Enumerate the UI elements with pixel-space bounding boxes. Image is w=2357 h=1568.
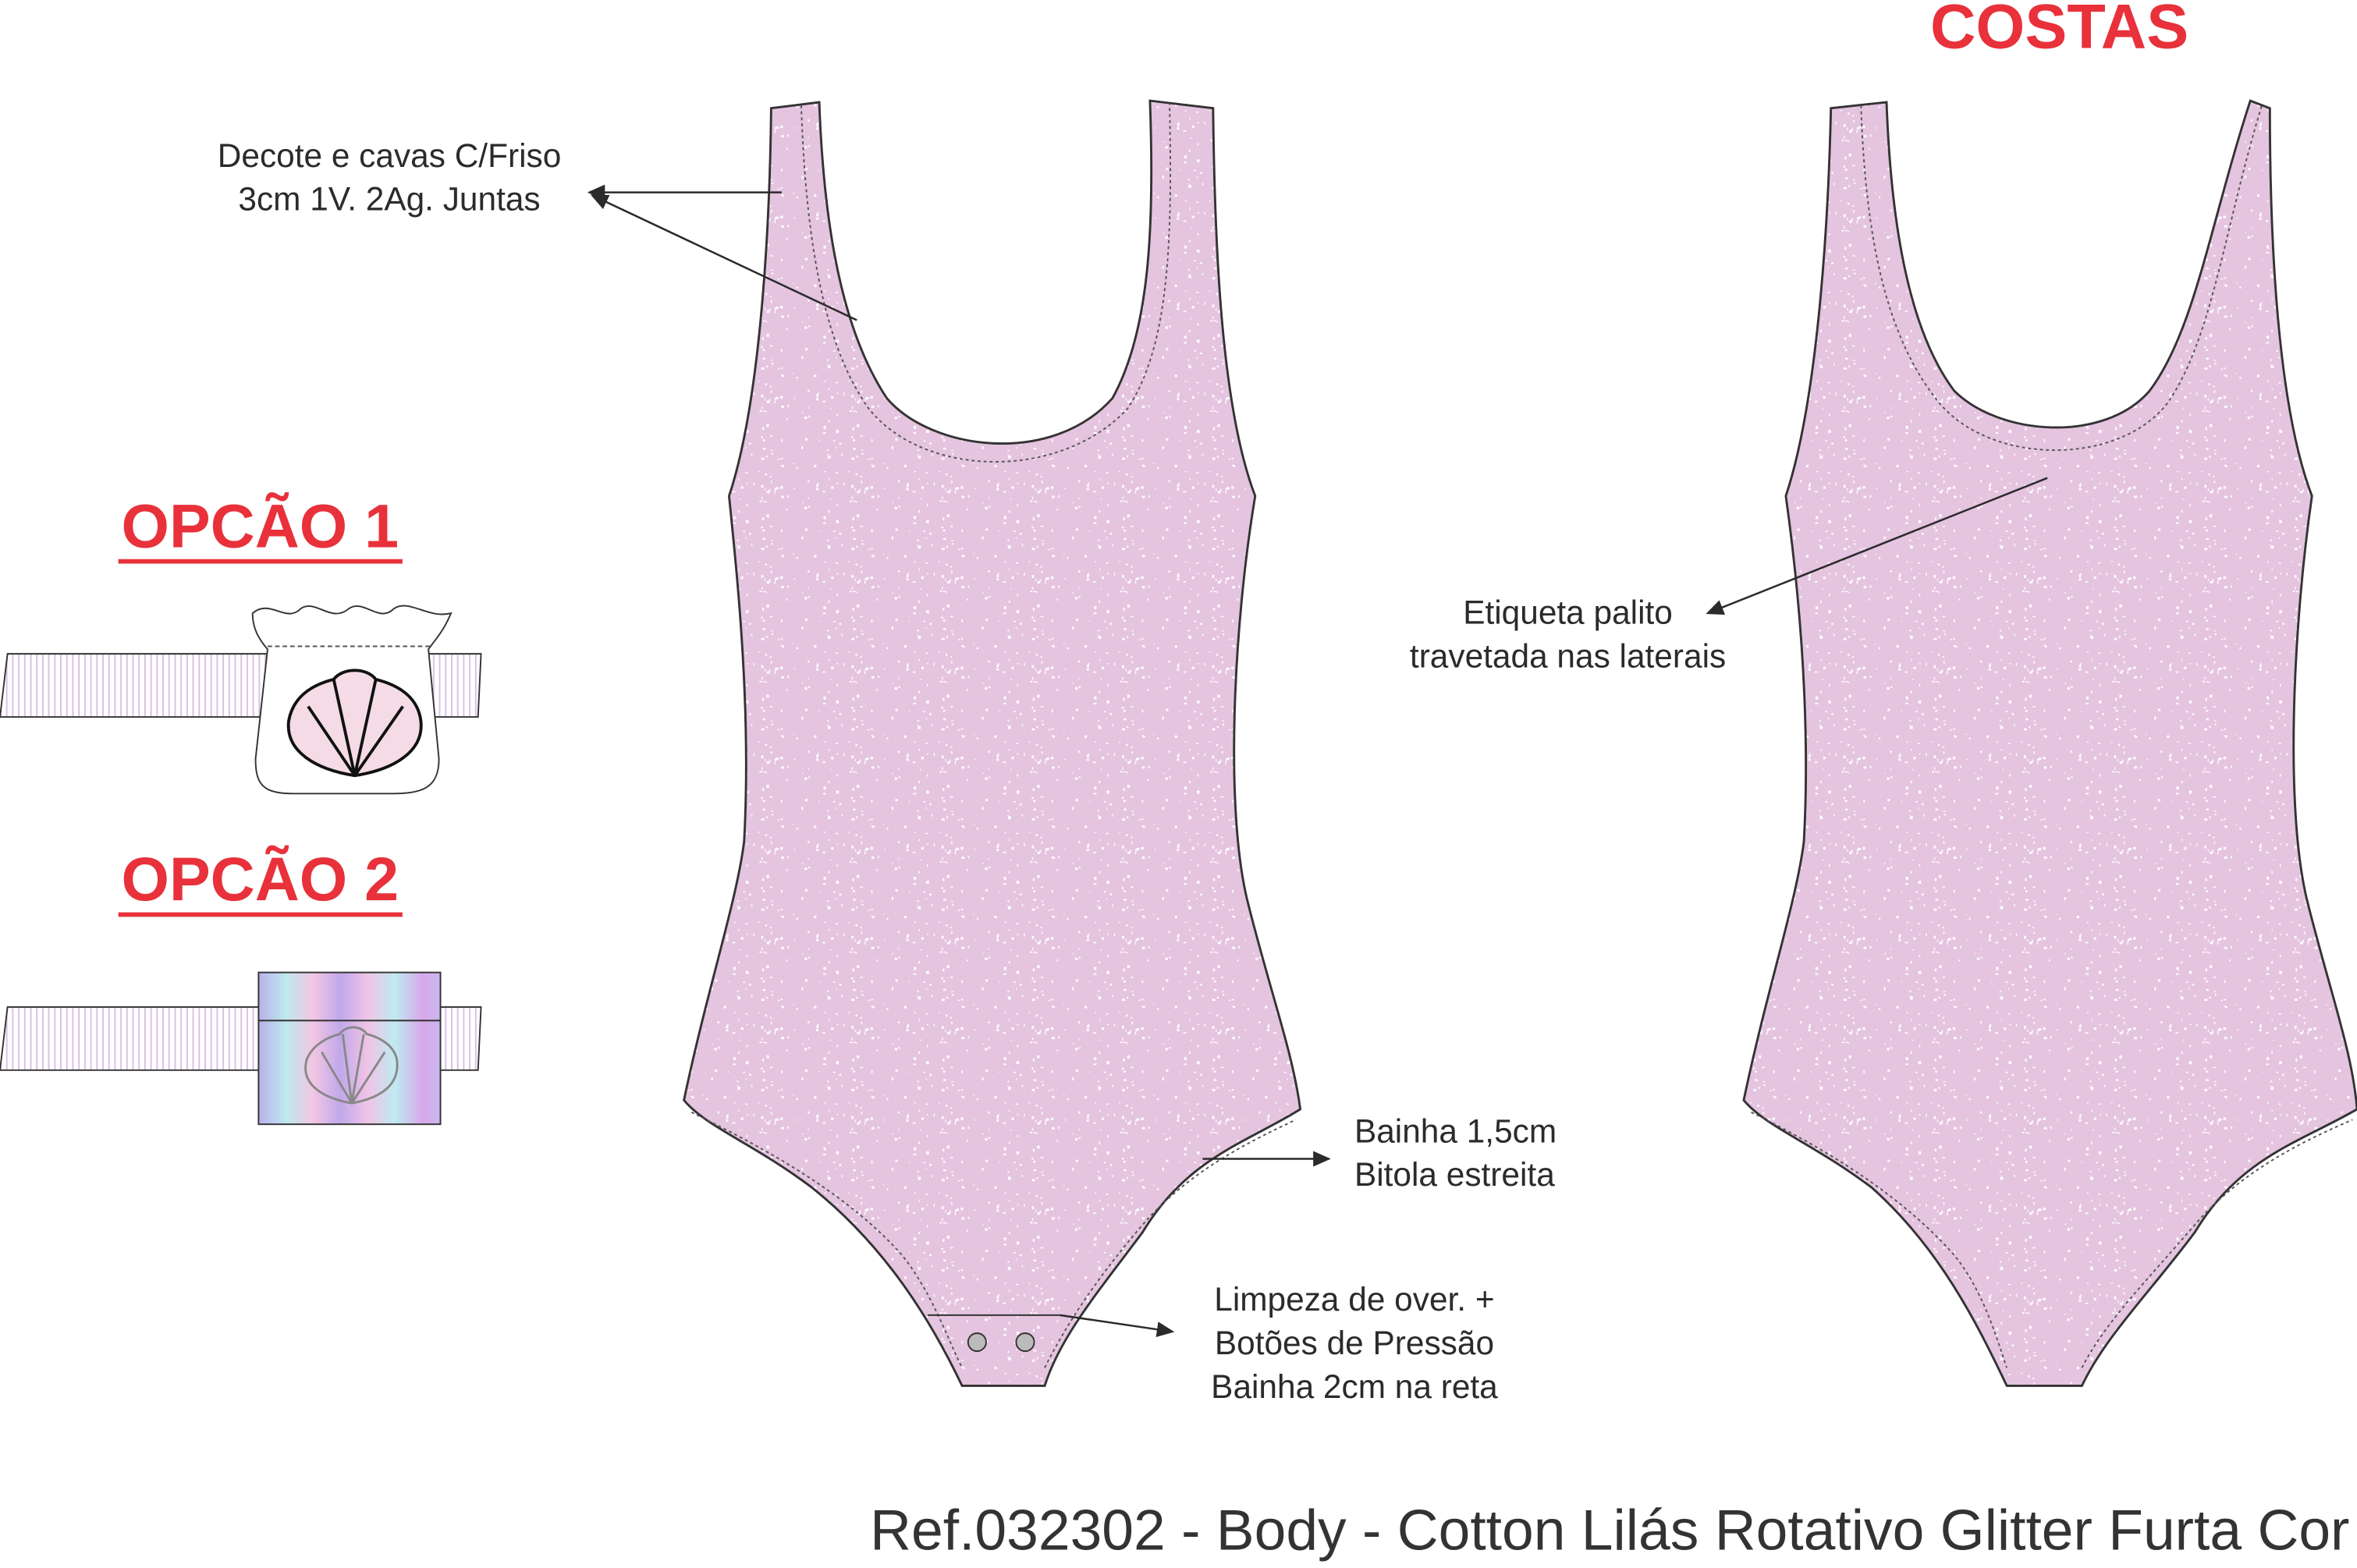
- note-line: 3cm 1V. 2Ag. Juntas: [238, 180, 541, 218]
- note-label: Etiqueta palito travetada nas laterais: [1410, 591, 1726, 678]
- callout-arrows: [587, 184, 2048, 1338]
- bodysuit-back: [1742, 99, 2357, 1387]
- note-line: Botões de Pressão: [1214, 1324, 1495, 1362]
- note-hem: Bainha 1,5cm Bitola estreita: [1354, 1109, 1557, 1197]
- note-crotch: Limpeza de over. + Botões de Pressão Bai…: [1211, 1278, 1498, 1409]
- note-line: Etiqueta palito: [1463, 594, 1673, 632]
- snap-button-icon: [1015, 1332, 1035, 1353]
- note-line: Bainha 2cm na reta: [1211, 1368, 1498, 1406]
- option-1-heading: OPCÃO 1: [118, 493, 402, 564]
- snap-button-icon: [967, 1332, 987, 1353]
- reference-caption: Ref.032302 - Body - Cotton Lilás Rotativ…: [870, 1499, 2350, 1563]
- note-line: Bainha 1,5cm: [1354, 1112, 1557, 1150]
- note-line: Decote e cavas C/Friso: [217, 137, 562, 175]
- back-view-title: COSTAS: [1929, 0, 2189, 62]
- option-1-belt-bag: [0, 605, 482, 795]
- bodysuit-front: [683, 99, 1302, 1387]
- note-neckline: Decote e cavas C/Friso 3cm 1V. 2Ag. Junt…: [218, 133, 562, 221]
- note-line: Bitola estreita: [1354, 1155, 1555, 1194]
- seashell-icon: [304, 1026, 399, 1105]
- option-2-belt-bag: [0, 971, 482, 1126]
- option-2-heading: OPCÃO 2: [118, 846, 402, 917]
- note-line: travetada nas laterais: [1409, 637, 1727, 676]
- note-line: Limpeza de over. +: [1214, 1280, 1495, 1318]
- seashell-icon: [286, 669, 423, 778]
